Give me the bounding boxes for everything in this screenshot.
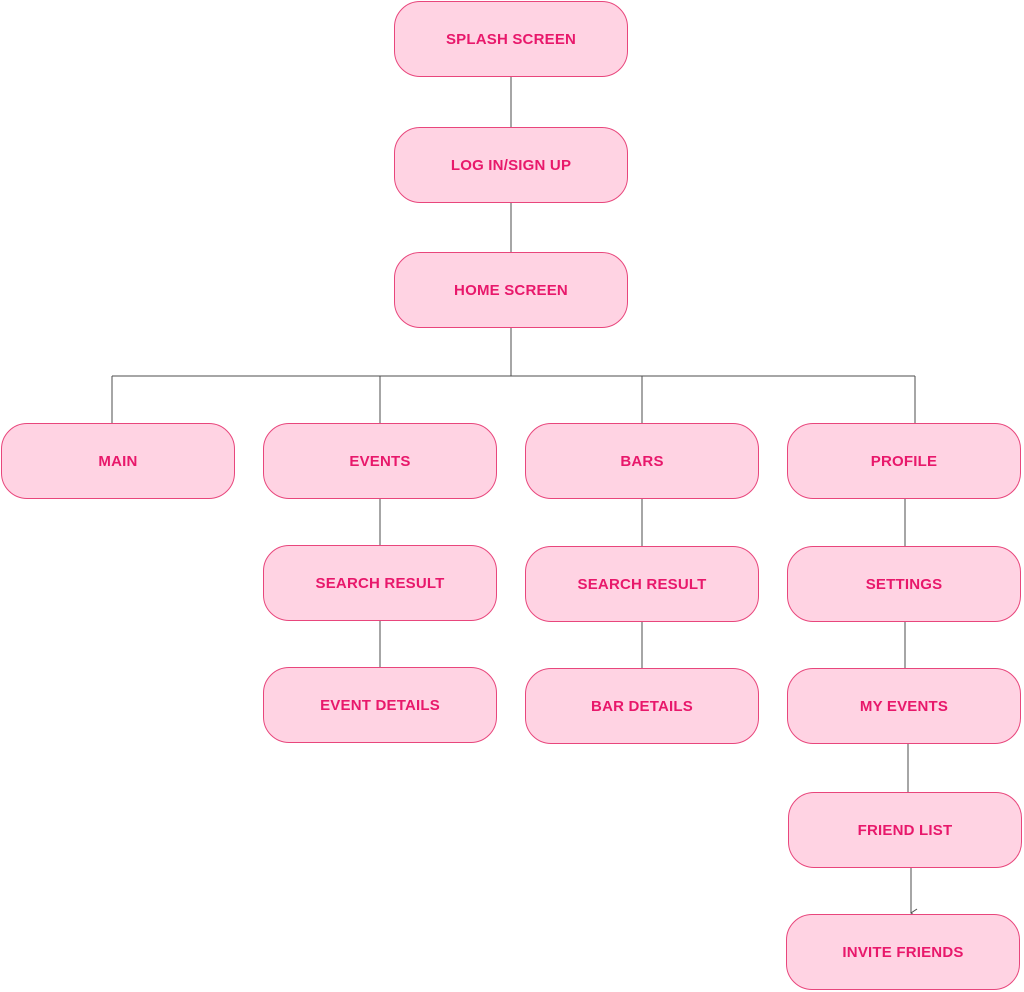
bar-details-label: BAR DETAILS (591, 697, 693, 715)
event-details-node: EVENT DETAILS (263, 667, 497, 743)
events-search-result-node: SEARCH RESULT (263, 545, 497, 621)
settings-node: SETTINGS (787, 546, 1021, 622)
bars-label: BARS (620, 452, 664, 470)
my-events-node: MY EVENTS (787, 668, 1021, 744)
profile-node: PROFILE (787, 423, 1021, 499)
friend-list-label: FRIEND LIST (857, 821, 953, 839)
bars-search-result-node: SEARCH RESULT (525, 546, 759, 622)
main-node: MAIN (1, 423, 235, 499)
events-node: EVENTS (263, 423, 497, 499)
bar-details-node: BAR DETAILS (525, 668, 759, 744)
splash-screen-node: SPLASH SCREEN (394, 1, 628, 77)
main-label: MAIN (98, 452, 138, 470)
home-screen-label: HOME SCREEN (454, 281, 568, 299)
login-signup-node: LOG IN/SIGN UP (394, 127, 628, 203)
events-label: EVENTS (349, 452, 411, 470)
splash-screen-label: SPLASH SCREEN (445, 30, 577, 48)
bars-search-result-label: SEARCH RESULT (577, 575, 707, 593)
bars-node: BARS (525, 423, 759, 499)
friend-list-node: FRIEND LIST (788, 792, 1022, 868)
settings-label: SETTINGS (865, 575, 943, 593)
event-details-label: EVENT DETAILS (320, 696, 440, 714)
invite-friends-label: INVITE FRIENDS (842, 943, 964, 961)
login-signup-label: LOG IN/SIGN UP (450, 156, 572, 174)
invite-friends-node: INVITE FRIENDS (786, 914, 1020, 990)
my-events-label: MY EVENTS (859, 697, 949, 715)
home-screen-node: HOME SCREEN (394, 252, 628, 328)
profile-label: PROFILE (870, 452, 938, 470)
events-search-result-label: SEARCH RESULT (315, 574, 445, 592)
